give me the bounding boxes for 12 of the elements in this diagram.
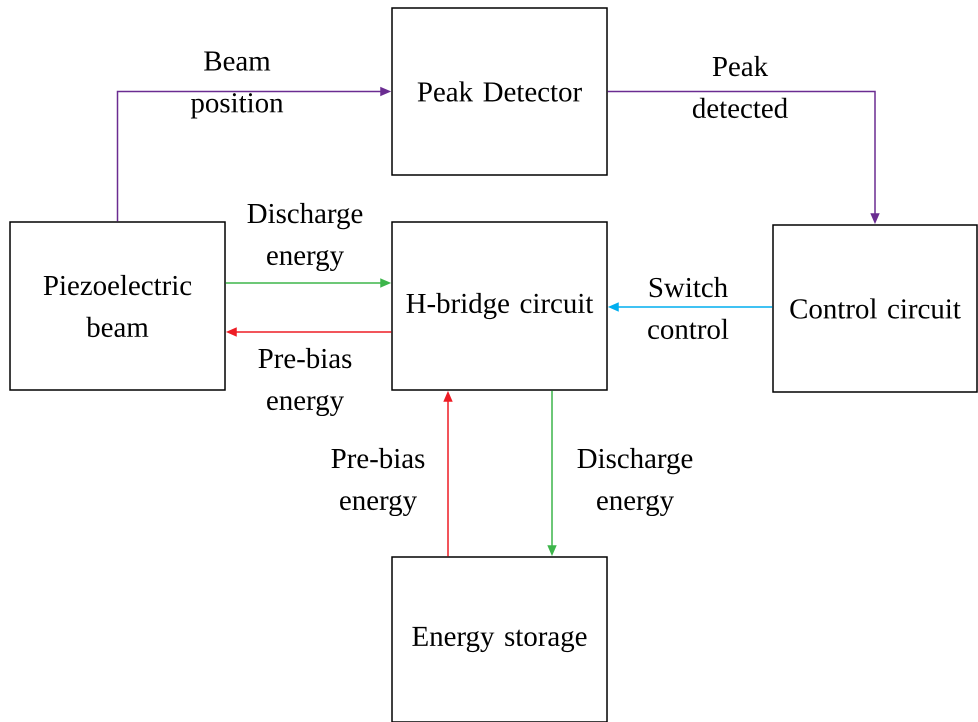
edge-label: Beam position	[190, 52, 284, 118]
edge-label: Peak detected	[692, 56, 788, 118]
edge-label: Pre-bias energy	[258, 348, 352, 416]
edge-label: Discharge energy	[578, 448, 692, 516]
block-box: Piezoelectric beam	[9, 221, 226, 391]
edge-label: Discharge energy	[248, 202, 362, 272]
edge-label: Pre-bias energy	[332, 448, 424, 516]
block-box: Control circuit	[772, 224, 978, 393]
block-box: H-bridge circuit	[391, 221, 608, 391]
edge-label: Switch control	[648, 276, 728, 340]
block-box: Energy storage	[391, 556, 608, 722]
block-box: Peak Detector	[391, 7, 608, 176]
